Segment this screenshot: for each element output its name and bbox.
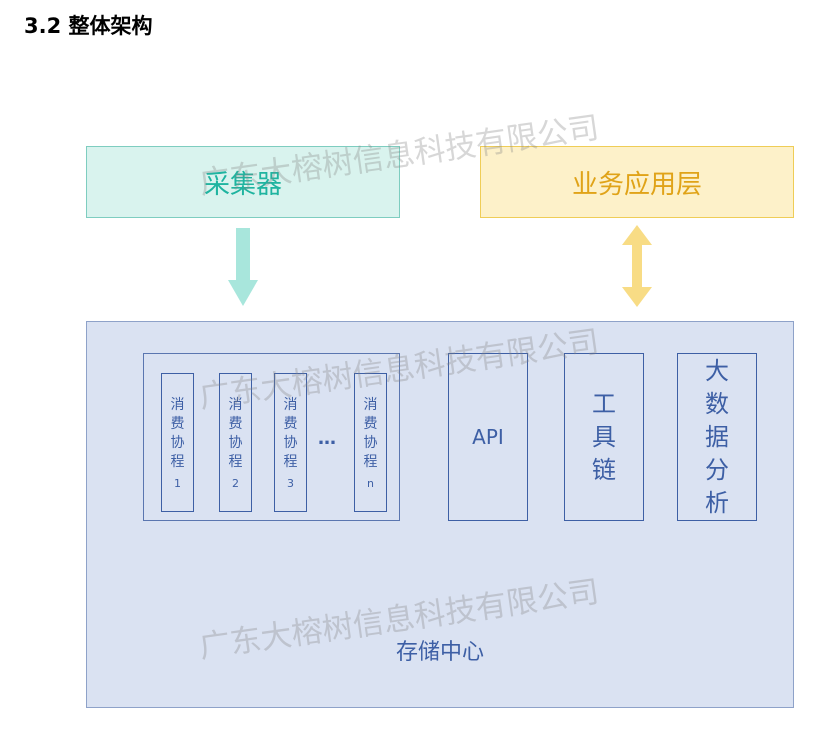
business-layer-box: 业务应用层 bbox=[480, 146, 794, 218]
collector-label: 采集器 bbox=[203, 169, 282, 200]
api-box: API bbox=[448, 353, 528, 521]
coroutine-box-2: 消 费 协 程 2 bbox=[219, 373, 252, 512]
collector-arrow bbox=[228, 228, 258, 306]
coroutine-ellipsis: … bbox=[318, 428, 337, 449]
business-layer-label: 业务应用层 bbox=[571, 169, 702, 200]
coroutine-box-n: 消 费 协 程 n bbox=[354, 373, 387, 512]
collector-box: 采集器 bbox=[86, 146, 400, 218]
toolchain-box: 工 具 链 bbox=[564, 353, 644, 521]
coroutine-box-1: 消 费 协 程 1 bbox=[161, 373, 194, 512]
business-double-arrow bbox=[622, 225, 652, 307]
api-label: API bbox=[472, 425, 504, 449]
storage-label: 存储中心 bbox=[395, 640, 484, 665]
bigdata-box: 大 数 据 分 析 bbox=[677, 353, 757, 521]
coroutine-box-3: 消 费 协 程 3 bbox=[274, 373, 307, 512]
section-heading: 3.2 整体架构 bbox=[24, 14, 153, 38]
